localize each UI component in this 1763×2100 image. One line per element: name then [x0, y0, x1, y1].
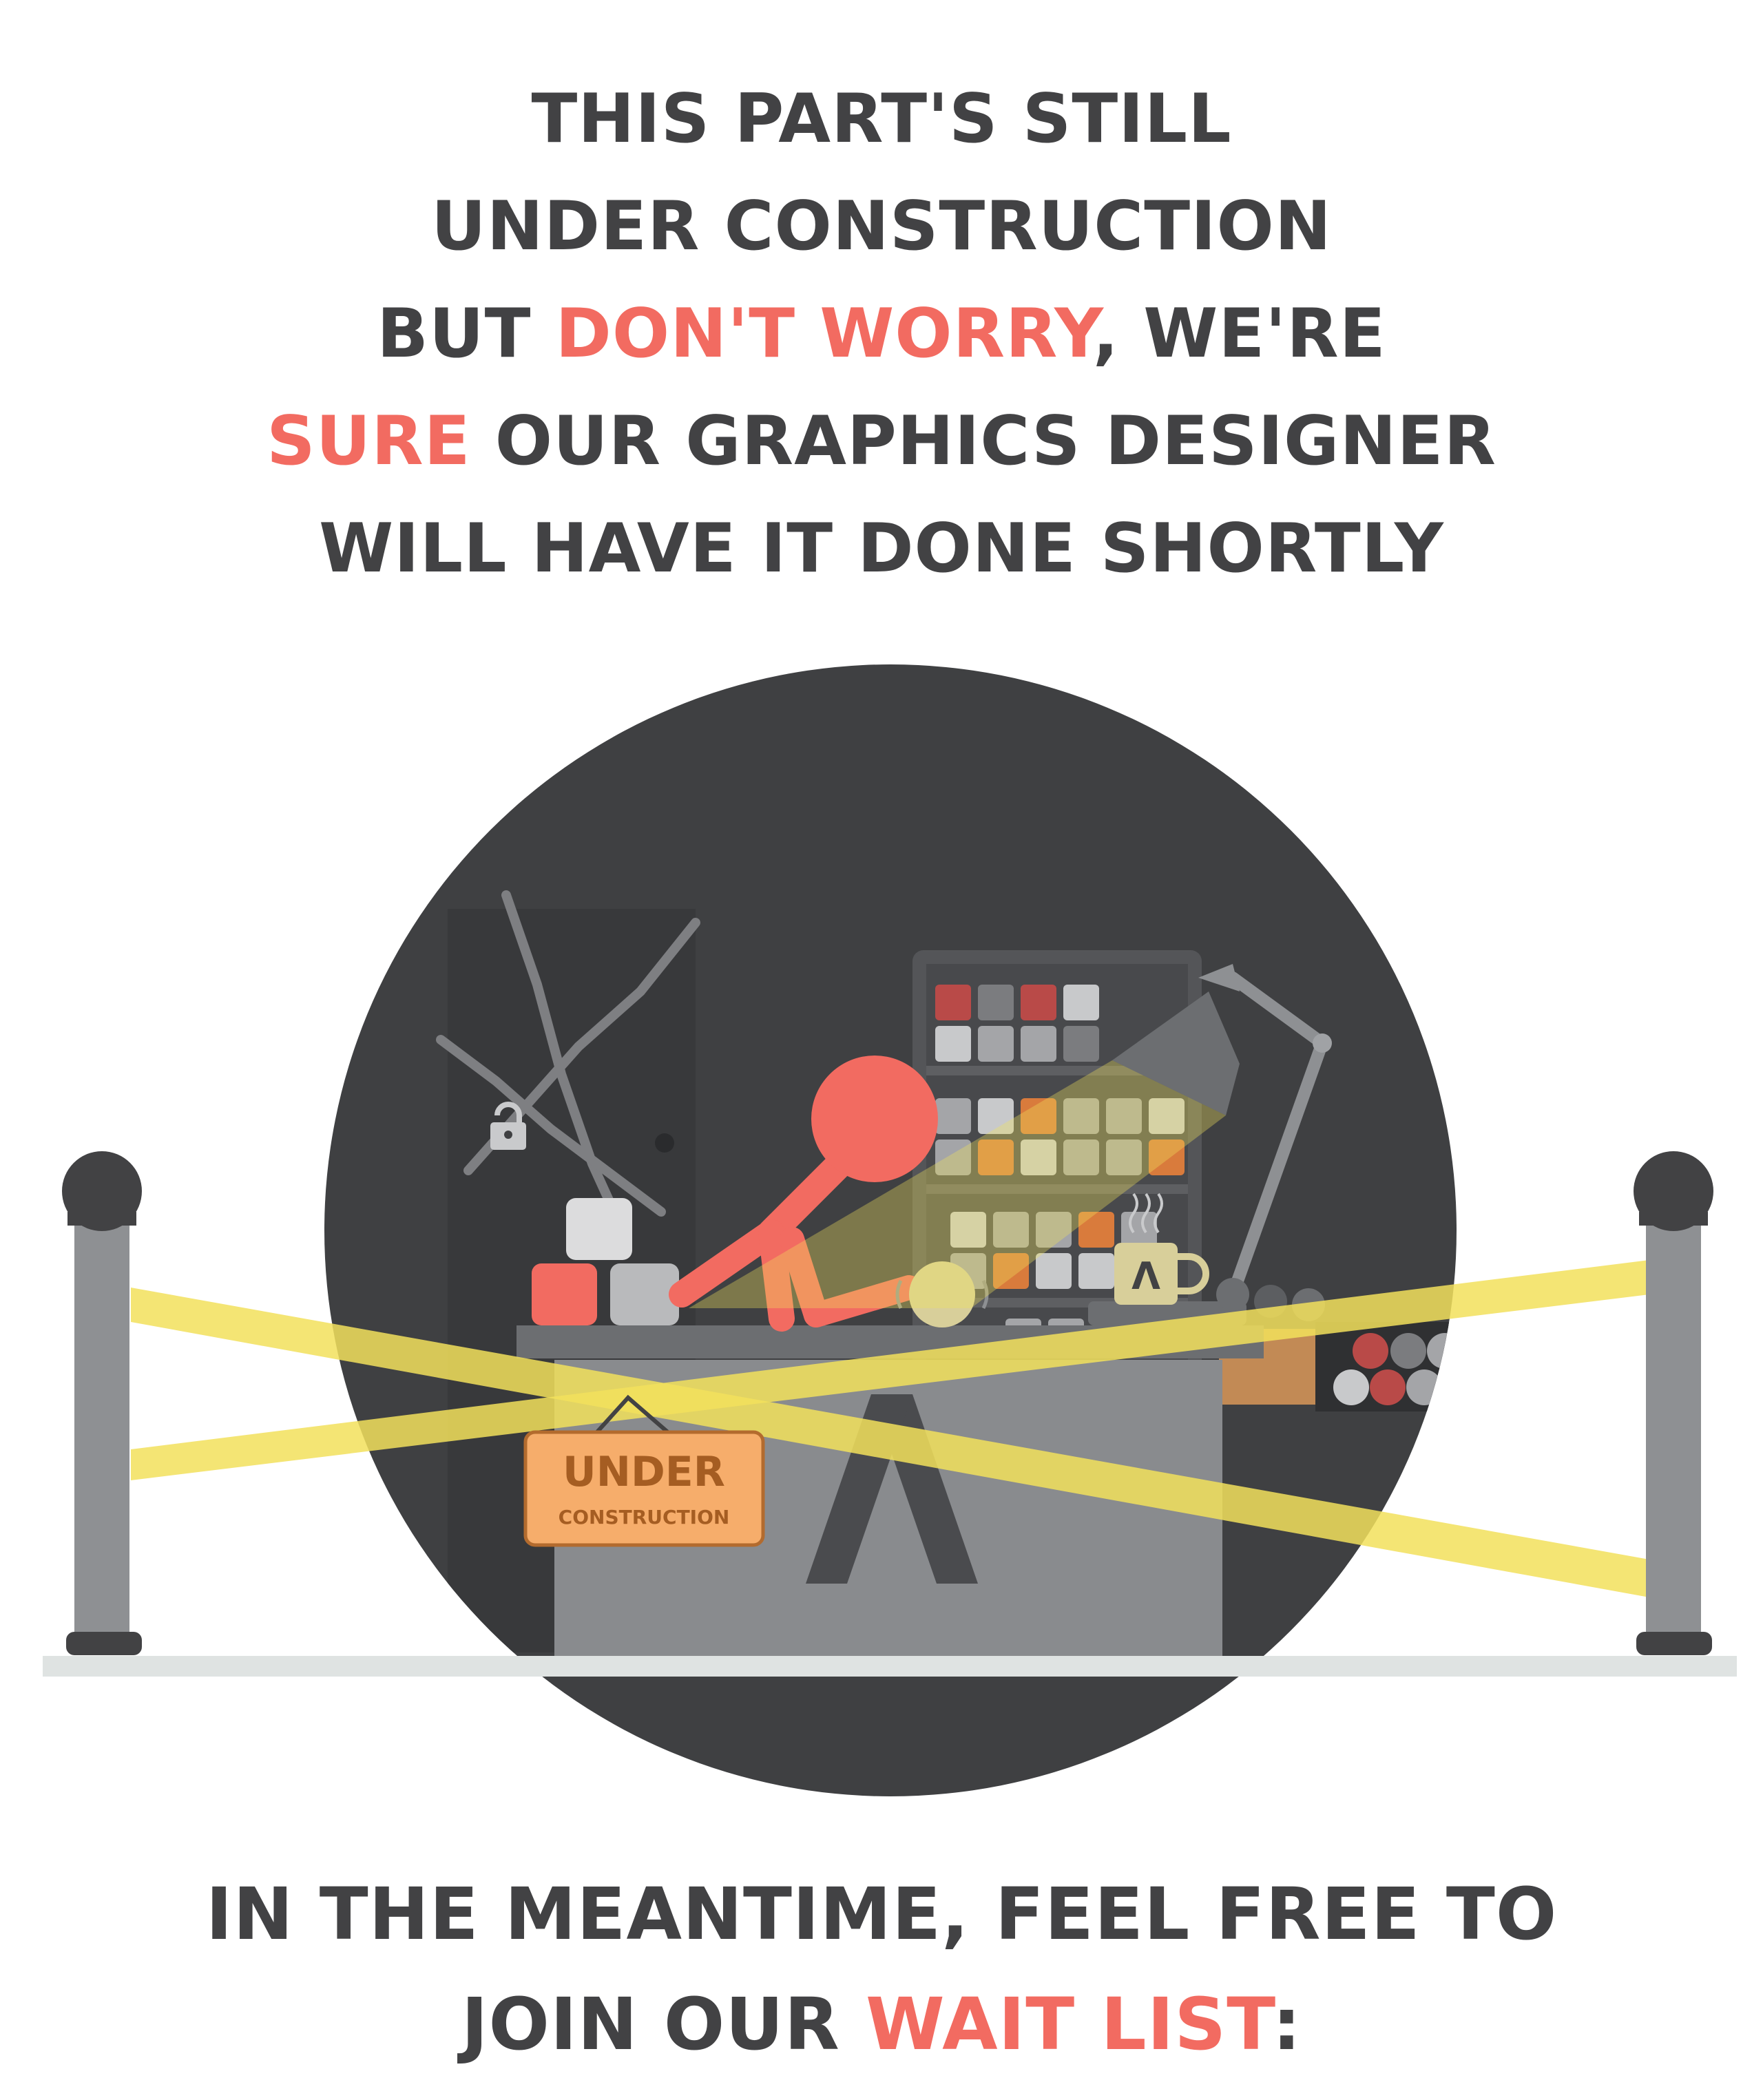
- footer-message: IN THE MEANTIME, FEEL FREE TO JOIN OUR W…: [0, 1859, 1763, 2079]
- right-barrier-post-icon: [1634, 1151, 1713, 1655]
- headline-text: , WE'RE: [1092, 295, 1386, 373]
- headline-text: BUT: [377, 295, 556, 373]
- left-barrier-post-icon: [62, 1151, 142, 1655]
- caution-tape-icon: [131, 1260, 1649, 1480]
- padlock-icon: [490, 1102, 526, 1150]
- pipe-stack-icon: [1315, 1322, 1457, 1411]
- coffee-mug-icon: Λ: [1114, 1193, 1209, 1305]
- headline-line-4: SURE OUR GRAPHICS DESIGNER: [0, 388, 1763, 495]
- under-construction-sign: UNDER CONSTRUCTION: [523, 1394, 765, 1547]
- headline-line-3: BUT DON'T WORRY, WE'RE: [0, 280, 1763, 388]
- sign-title: UNDER: [563, 1448, 725, 1496]
- floor-line: [43, 1656, 1737, 1677]
- ball-icon: [1216, 1278, 1249, 1311]
- block-icon: [610, 1263, 679, 1325]
- construction-illustration: Λ UNDER CONSTRU: [43, 664, 1737, 1796]
- ball-icon: [909, 1261, 975, 1327]
- wait-list-highlight: WAIT LIST: [866, 1982, 1273, 2066]
- headline-line-5: WILL HAVE IT DONE SHORTLY: [319, 510, 1444, 588]
- sign-subtitle: CONSTRUCTION: [559, 1506, 730, 1529]
- headline-line-1: THIS PART'S STILL: [531, 80, 1232, 158]
- block-icon: [566, 1198, 632, 1260]
- motion-lines: [895, 1279, 989, 1310]
- footer-line-1: IN THE MEANTIME, FEEL FREE TO: [205, 1872, 1558, 1956]
- headline-highlight: SURE: [267, 402, 471, 481]
- footer-text: JOIN OUR: [461, 1982, 866, 2066]
- block-icon: [532, 1263, 597, 1325]
- door-knob-icon: [655, 1133, 674, 1153]
- mug-logo: Λ: [1131, 1254, 1160, 1298]
- lamp-light-beam: [689, 1060, 1226, 1308]
- headline: THIS PART'S STILL UNDER CONSTRUCTION BUT…: [0, 65, 1763, 602]
- footer-text: :: [1272, 1982, 1302, 2066]
- headline-line-2: UNDER CONSTRUCTION: [431, 187, 1332, 266]
- headline-highlight: DON'T WORRY: [555, 295, 1093, 373]
- headline-text: OUR GRAPHICS DESIGNER: [470, 402, 1496, 481]
- footer-line-2: JOIN OUR WAIT LIST:: [0, 1969, 1763, 2079]
- caution-tape-icon: [131, 1288, 1649, 1597]
- stick-figure-designer-icon: [669, 1056, 938, 1332]
